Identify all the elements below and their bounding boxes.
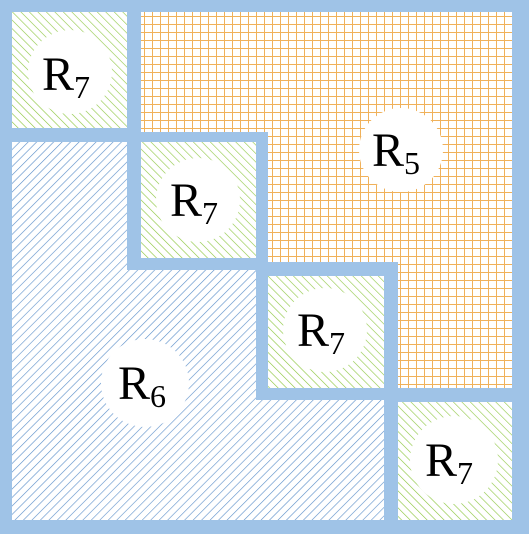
- label-r7-a: R7: [28, 30, 112, 114]
- svg-text:R5: R5: [372, 124, 420, 181]
- label-r7-b: R7: [156, 158, 240, 242]
- svg-text:R7: R7: [42, 48, 90, 105]
- region-r5-fill: [141, 12, 512, 388]
- label-r7-d: R7: [410, 416, 498, 504]
- svg-text:R7: R7: [425, 434, 473, 491]
- svg-text:R7: R7: [297, 304, 345, 361]
- label-r6: R6: [101, 339, 189, 427]
- region-r6-fill: [12, 142, 384, 520]
- label-r5: R5: [359, 108, 443, 192]
- svg-text:R7: R7: [170, 174, 218, 231]
- svg-text:R6: R6: [118, 357, 166, 414]
- label-r7-c: R7: [283, 288, 367, 372]
